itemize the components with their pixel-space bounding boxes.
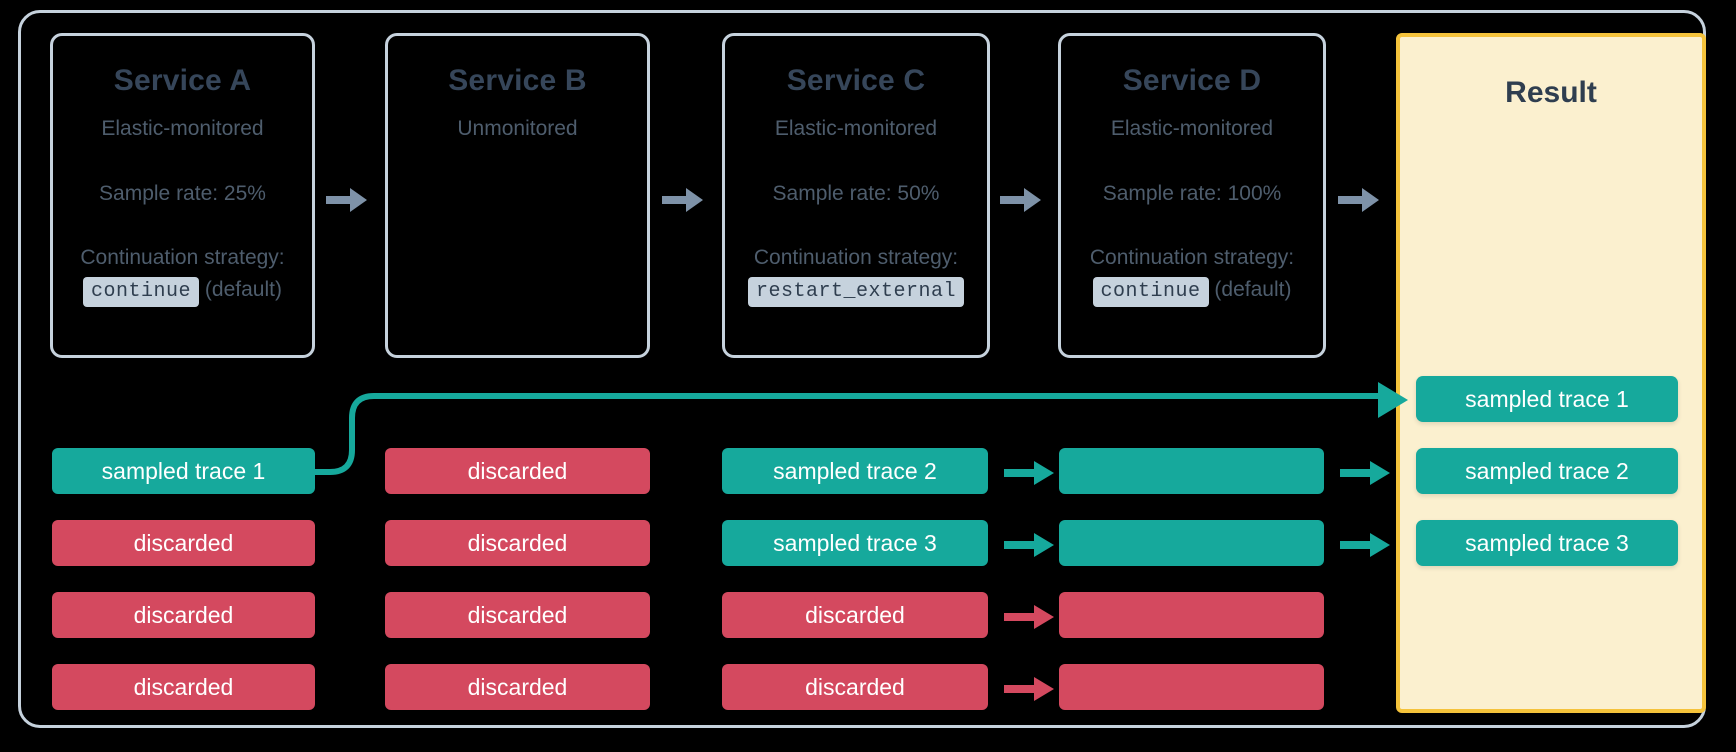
trace-pill-a-2: discarded <box>52 520 315 566</box>
service-d-continuation: continue (default) <box>1061 277 1323 307</box>
service-d-strategy-note: (default) <box>1214 278 1292 301</box>
service-c-monitoring: Elastic-monitored <box>774 117 938 140</box>
flow-arrow-c-to-d-1 <box>1004 459 1056 487</box>
trace-pill-c-3: discarded <box>722 592 988 638</box>
flow-arrow-d-to-result-1 <box>1340 459 1392 487</box>
service-a-continuation-label: Continuation strategy: <box>80 246 285 269</box>
service-a-title: Service A <box>113 64 252 97</box>
trace-pill-b-4: discarded <box>385 664 650 710</box>
result-pill-3: sampled trace 3 <box>1416 520 1678 566</box>
stage-arrow-b-to-c <box>662 185 704 215</box>
service-a-monitoring: Elastic-monitored <box>101 117 264 140</box>
trace-pill-a-4: discarded <box>52 664 315 710</box>
stage-arrow-c-to-d <box>1000 185 1042 215</box>
trace-pill-a-1: sampled trace 1 <box>52 448 315 494</box>
service-card-d: Service D Elastic-monitored Sample rate:… <box>1058 33 1326 358</box>
trace-pill-d-1 <box>1059 448 1324 494</box>
service-card-c: Service C Elastic-monitored Sample rate:… <box>722 33 990 358</box>
flow-arrow-c-to-d-3 <box>1004 603 1056 631</box>
service-c-sample-rate: Sample rate: 50% <box>772 182 940 205</box>
service-b-monitoring: Unmonitored <box>457 117 578 140</box>
service-a-sample-rate: Sample rate: 25% <box>99 182 266 205</box>
trace-pill-b-2: discarded <box>385 520 650 566</box>
service-a-strategy-note: (default) <box>204 278 282 301</box>
trace-pill-c-1: sampled trace 2 <box>722 448 988 494</box>
trace-pill-c-2: sampled trace 3 <box>722 520 988 566</box>
trace-pill-a-3: discarded <box>52 592 315 638</box>
flow-arrow-c-to-d-2 <box>1004 531 1056 559</box>
service-a-continuation: continue (default) <box>53 277 312 307</box>
result-title: Result <box>1505 76 1597 109</box>
trace-pill-d-2 <box>1059 520 1324 566</box>
trace-pill-d-4 <box>1059 664 1324 710</box>
service-d-strategy-code: continue <box>1092 277 1209 307</box>
service-card-b: Service B Unmonitored <box>385 33 650 358</box>
result-pill-1: sampled trace 1 <box>1416 376 1678 422</box>
service-d-sample-rate: Sample rate: 100% <box>1102 182 1282 205</box>
service-c-strategy-code: restart_external <box>747 277 965 307</box>
service-a-strategy-code: continue <box>83 277 200 307</box>
service-d-monitoring: Elastic-monitored <box>1110 117 1274 140</box>
stage-arrow-a-to-b <box>326 185 368 215</box>
flow-arrow-c-to-d-4 <box>1004 675 1056 703</box>
service-d-title: Service D <box>1122 64 1262 97</box>
trace-pill-d-3 <box>1059 592 1324 638</box>
flow-arrow-d-to-result-2 <box>1340 531 1392 559</box>
trace-pill-b-1: discarded <box>385 448 650 494</box>
service-card-a: Service A Elastic-monitored Sample rate:… <box>50 33 315 358</box>
trace-pill-b-3: discarded <box>385 592 650 638</box>
service-d-continuation-label: Continuation strategy: <box>1089 246 1295 269</box>
trace-pill-c-4: discarded <box>722 664 988 710</box>
result-panel: Result <box>1396 33 1706 713</box>
service-c-continuation-label: Continuation strategy: <box>753 246 959 269</box>
result-pill-2: sampled trace 2 <box>1416 448 1678 494</box>
service-c-title: Service C <box>786 64 926 97</box>
service-b-title: Service B <box>448 64 587 97</box>
service-c-continuation: restart_external <box>725 277 987 307</box>
stage-arrow-d-to-result <box>1338 185 1380 215</box>
